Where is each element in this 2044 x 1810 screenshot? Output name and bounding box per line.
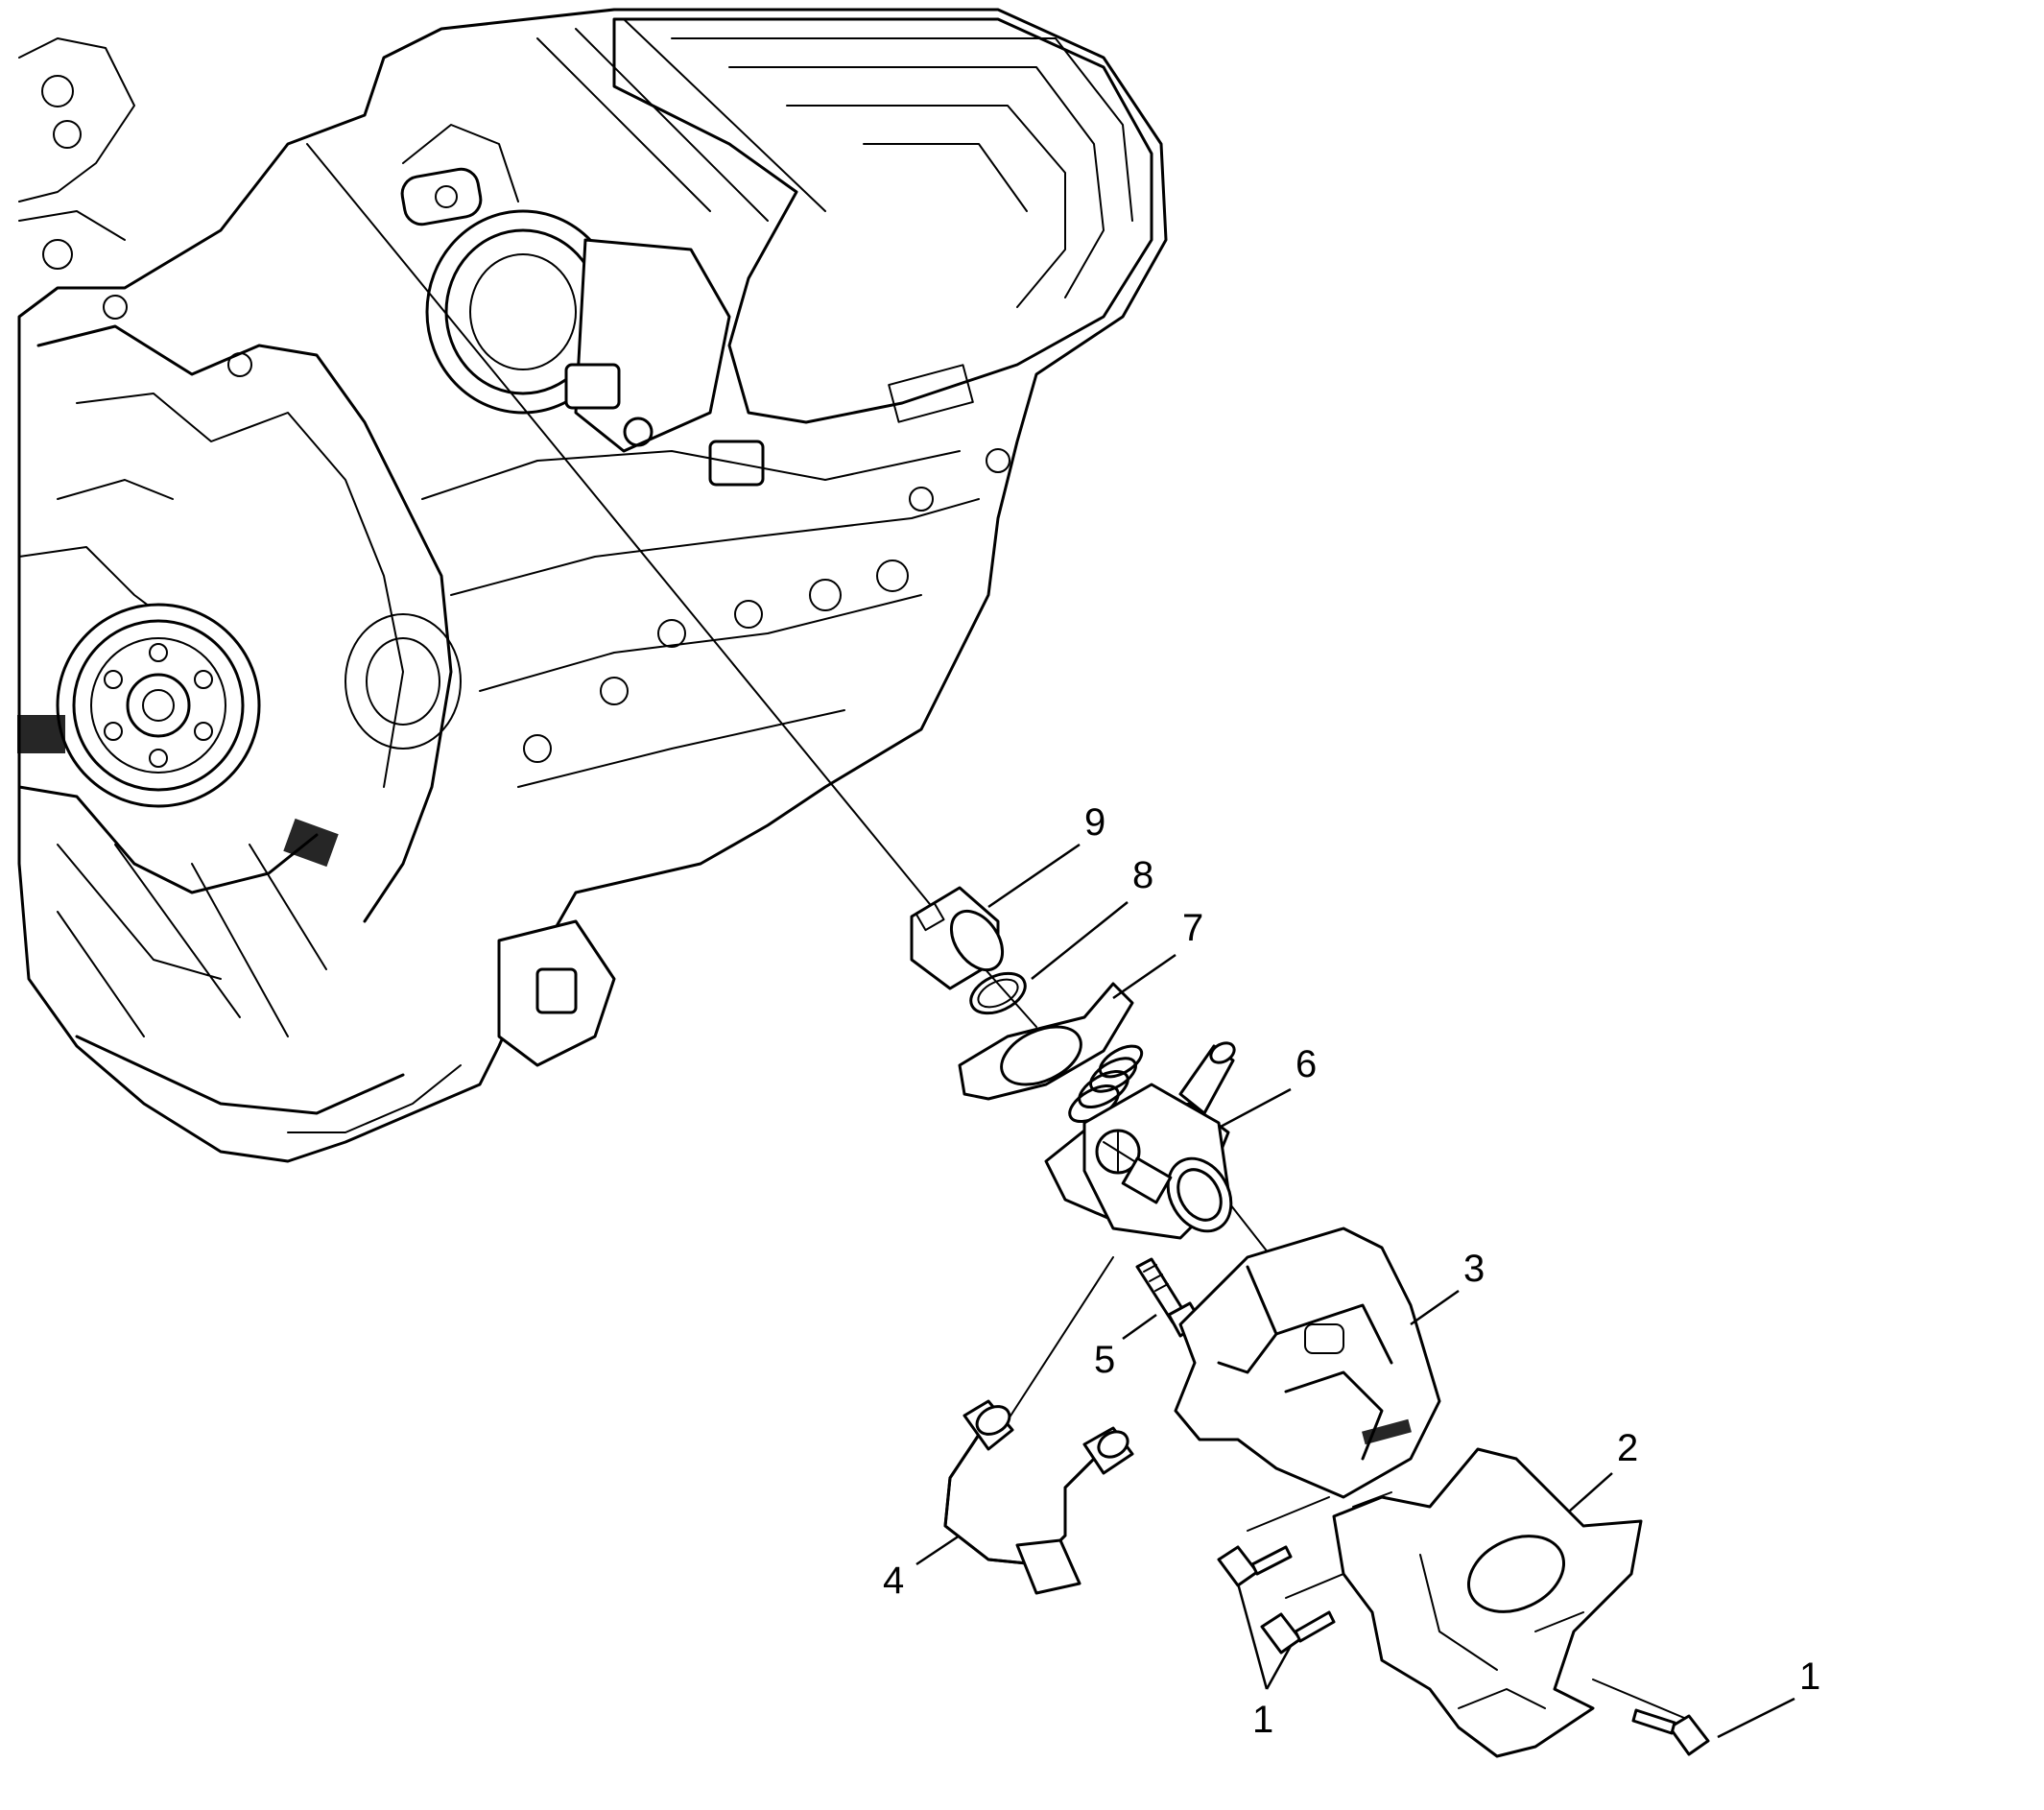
throttle-body [400,124,765,487]
part-8-o-ring [969,971,1027,1015]
part-6-fuel-pump [1044,1041,1236,1240]
part-9-follower [910,886,1005,990]
callout-1-left: 1 [1252,1699,1273,1741]
callout-labels: 9 8 7 6 3 5 4 2 1 1 [883,801,1820,1741]
part-4-fuel-pipe [943,1399,1134,1595]
part-3-insulator [1174,1227,1441,1499]
pump-spring [1068,1044,1144,1124]
callout-4: 4 [883,1560,904,1602]
engine-block [17,8,1168,1163]
bolt-1a [1217,1545,1293,1587]
callout-5: 5 [1094,1339,1115,1381]
callout-6: 6 [1295,1043,1317,1085]
part-7-gasket [958,982,1134,1101]
vent-hatching [17,715,339,868]
crank-pulley [56,603,261,808]
callout-9: 9 [1084,801,1105,844]
bolt-1b [1260,1610,1336,1655]
callout-7: 7 [1182,907,1203,949]
callout-1-right: 1 [1799,1655,1820,1698]
callout-3: 3 [1463,1248,1485,1290]
callout-leaders [915,843,1795,1739]
part-2-shield [1332,1447,1643,1758]
bolt-1c [1631,1708,1710,1756]
part-1-bolts [1217,1545,1710,1756]
callout-2: 2 [1617,1427,1638,1469]
callout-8: 8 [1132,854,1153,896]
